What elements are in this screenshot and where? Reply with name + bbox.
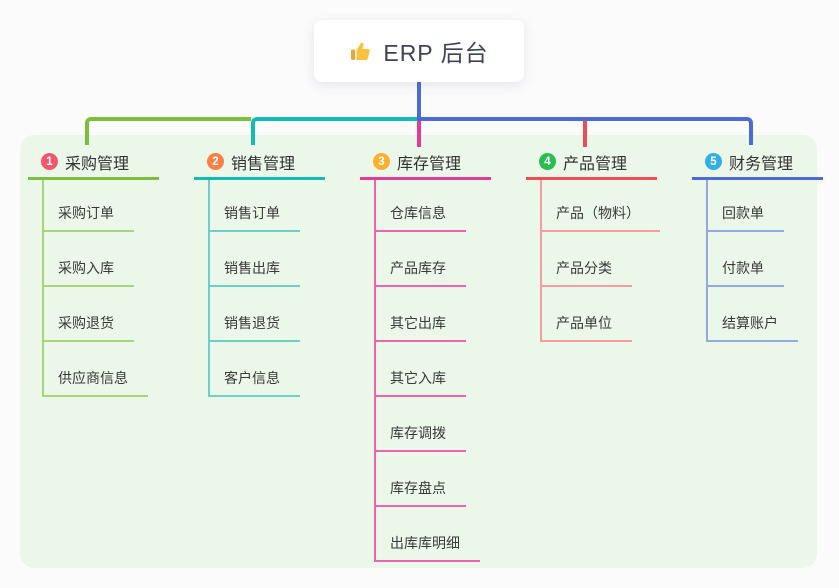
connector-drop-branch-4 — [583, 121, 587, 147]
child-node[interactable]: 付款单 — [706, 258, 784, 287]
connector-bus-segment-3 — [417, 117, 753, 145]
child-node[interactable]: 采购订单 — [42, 203, 134, 232]
child-node[interactable]: 仓库信息 — [374, 203, 466, 232]
child-node[interactable]: 产品单位 — [540, 313, 632, 342]
branch-number-badge: 4 — [539, 153, 556, 170]
child-node[interactable]: 回款单 — [706, 203, 784, 232]
connector-bus-segment-1 — [85, 117, 251, 145]
connector-bus-segment-2 — [251, 117, 417, 145]
child-node[interactable]: 销售出库 — [208, 258, 300, 287]
thumbs-up-icon — [349, 39, 373, 63]
connector-child-spine — [540, 180, 542, 342]
child-node[interactable]: 销售订单 — [208, 203, 300, 232]
child-node[interactable]: 其它出库 — [374, 313, 466, 342]
branch-number-badge: 5 — [705, 153, 722, 170]
branch-header[interactable]: 2 销售管理 — [194, 146, 325, 180]
branch-header[interactable]: 3 库存管理 — [360, 146, 491, 180]
branch-header[interactable]: 1 采购管理 — [28, 146, 159, 180]
child-node[interactable]: 产品库存 — [374, 258, 466, 287]
branch-header[interactable]: 5 财务管理 — [692, 146, 823, 180]
branch-label: 采购管理 — [65, 155, 130, 173]
branch-label: 销售管理 — [231, 155, 296, 173]
branch-number-badge: 2 — [207, 153, 224, 170]
branch-label: 产品管理 — [563, 155, 628, 173]
connector-drop-branch-3 — [417, 121, 421, 147]
child-node[interactable]: 供应商信息 — [42, 368, 148, 397]
connector-child-spine — [42, 180, 44, 397]
child-node[interactable]: 采购入库 — [42, 258, 134, 287]
connector-root-line — [417, 82, 421, 121]
connector-child-spine — [374, 180, 376, 562]
connector-child-spine — [706, 180, 708, 342]
root-node[interactable]: ERP 后台 — [314, 20, 524, 82]
child-node[interactable]: 产品（物料） — [540, 203, 660, 232]
branch-label: 财务管理 — [729, 155, 794, 173]
child-node[interactable]: 其它入库 — [374, 368, 466, 397]
child-node[interactable]: 出库库明细 — [374, 533, 480, 562]
branch-number-badge: 1 — [41, 153, 58, 170]
branch-number-badge: 3 — [373, 153, 390, 170]
child-node[interactable]: 结算账户 — [706, 313, 798, 342]
root-node-label: ERP 后台 — [383, 40, 489, 66]
child-node[interactable]: 采购退货 — [42, 313, 134, 342]
child-node[interactable]: 库存调拨 — [374, 423, 466, 452]
branches-panel — [20, 135, 817, 568]
child-node[interactable]: 客户信息 — [208, 368, 300, 397]
child-node[interactable]: 库存盘点 — [374, 478, 466, 507]
branch-label: 库存管理 — [397, 155, 462, 173]
child-node[interactable]: 产品分类 — [540, 258, 632, 287]
connector-child-spine — [208, 180, 210, 397]
branch-header[interactable]: 4 产品管理 — [526, 146, 657, 180]
child-node[interactable]: 销售退货 — [208, 313, 300, 342]
